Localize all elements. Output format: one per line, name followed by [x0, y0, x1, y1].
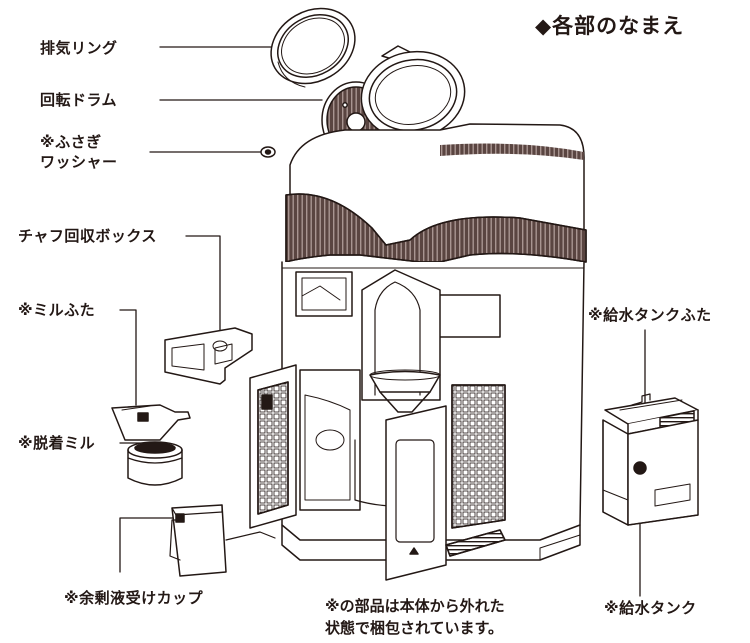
label-tank-lid: ※給水タンクふた — [588, 306, 712, 324]
label-plug-washer-line2: ワッシャー — [40, 153, 118, 171]
label-exhaust-ring: 排気リング — [40, 39, 118, 57]
label-plug-washer-line1: ※ふさぎ — [40, 133, 102, 151]
right-grille — [445, 384, 506, 557]
main-body — [281, 261, 585, 561]
plug-washer — [260, 146, 276, 158]
front-door — [385, 405, 447, 581]
label-water-tank: ※給水タンク — [604, 599, 697, 617]
page-title: ◆各部のなまえ — [535, 14, 685, 38]
left-door — [249, 364, 297, 529]
label-chaff-box: チャフ回収ボックス — [18, 227, 157, 245]
label-detachable-mill: ※脱着ミル — [18, 434, 96, 452]
mill-lid-illustration — [111, 404, 191, 441]
detachable-mill-illustration — [127, 441, 183, 486]
exhaust-ring — [270, 7, 356, 88]
packing-note-line1: ※の部品は本体から外れた — [325, 597, 505, 615]
label-residue-cup: ※余剰液受けカップ — [64, 589, 204, 607]
residue-cup-illustration — [169, 504, 276, 577]
label-rotary-drum: 回転ドラム — [40, 91, 118, 109]
packing-note-line2: 状態で梱包されています。 — [325, 619, 504, 637]
open-lid — [360, 45, 466, 151]
water-tank-illustration — [602, 419, 699, 526]
label-mill-lid: ※ミルふた — [18, 301, 96, 319]
chaff-box-illustration — [164, 327, 253, 385]
upper-housing — [285, 123, 587, 263]
